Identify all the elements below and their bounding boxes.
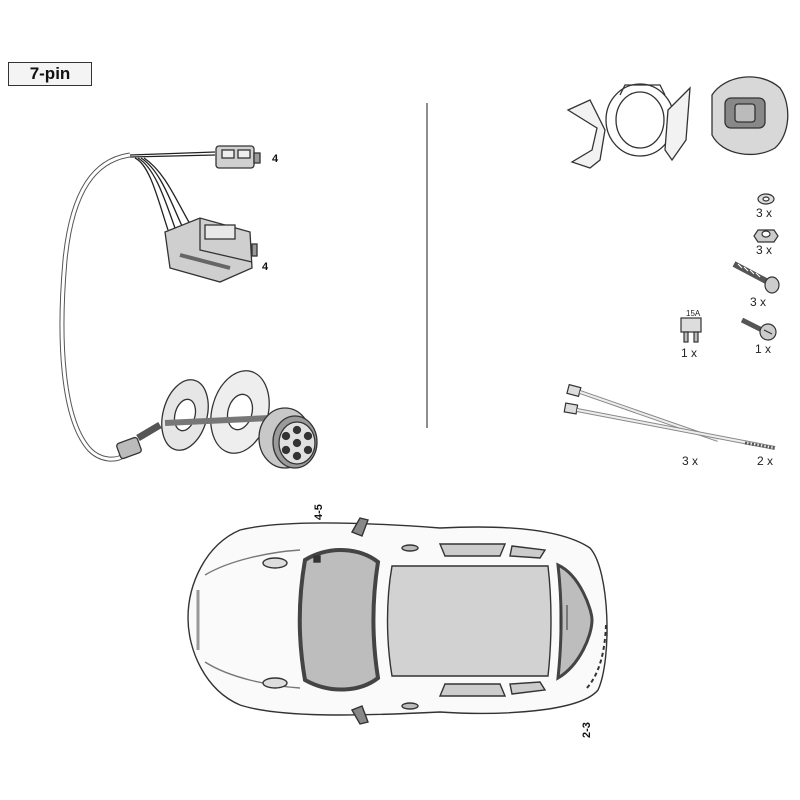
washer-quantity: 3 x	[756, 206, 772, 220]
fuse-rating: 15A	[686, 309, 701, 318]
rear-mount-label: 2-3	[581, 722, 593, 738]
screw-part	[740, 317, 777, 341]
fuse-quantity: 1 x	[681, 346, 697, 360]
front-mount-label: 4-5	[313, 504, 325, 520]
screw-quantity: 1 x	[755, 342, 771, 356]
cable-ties	[563, 383, 776, 450]
pin-count-badge: 7-pin	[8, 62, 92, 86]
small-connector-label: 4	[272, 153, 279, 165]
nut-quantity: 3 x	[756, 243, 772, 257]
car-top-view	[187, 517, 608, 725]
bracket-part	[566, 83, 691, 169]
wiring-harness	[59, 151, 216, 462]
large-connector-label: 4	[262, 261, 269, 273]
bolt-quantity: 3 x	[750, 295, 766, 309]
small-connector	[215, 145, 261, 169]
long-tie-quantity: 2 x	[757, 454, 773, 468]
washer-part	[757, 193, 775, 205]
large-connector	[164, 217, 258, 283]
short-tie-quantity: 3 x	[682, 454, 698, 468]
bolt-part	[732, 261, 780, 294]
socket-assembly	[116, 370, 318, 469]
fuse-part	[680, 317, 702, 343]
socket-cover-part	[711, 76, 789, 156]
nut-part	[753, 229, 779, 243]
